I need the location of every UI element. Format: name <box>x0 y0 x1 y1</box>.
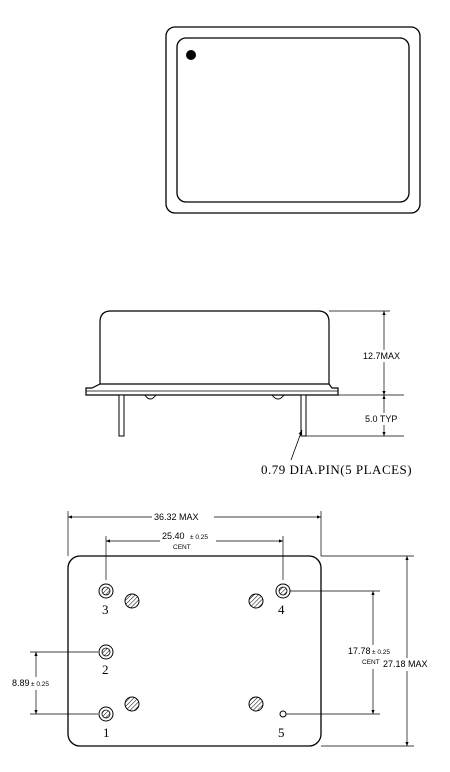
pitch-label-bg <box>10 677 66 690</box>
pin-length-label-bg <box>364 413 404 425</box>
pin-note-leader <box>290 429 303 461</box>
pin-span-label-bg <box>160 530 216 550</box>
standoff-pad-bottom-left <box>124 696 140 712</box>
pin-1 <box>98 706 114 722</box>
pin-2 <box>98 644 114 660</box>
side-view: 12.7MAX 5.0 TYP 0.79 DIA.PIN(5 PLACES) <box>85 310 412 477</box>
standoff-pad-bottom-right <box>248 696 264 712</box>
side-view-base-flange <box>85 383 339 396</box>
pin-label-1: 1 <box>103 725 110 740</box>
pin-span-tolerance: ± 0.25 <box>190 534 208 541</box>
overall-height-label: 27.18 MAX <box>383 659 428 669</box>
row-span-label: 17.78 <box>348 646 371 656</box>
pin1-indicator-dot <box>186 50 196 60</box>
pin-length-label: 5.0 TYP <box>365 414 397 424</box>
width-label-bg <box>152 511 214 523</box>
height-label: 12.7MAX <box>363 351 400 361</box>
pin-label-4: 4 <box>278 602 285 617</box>
pin-pitch-tolerance: ± 0.25 <box>31 681 49 688</box>
top-view-inner-outline <box>176 37 410 203</box>
pin-label-5: 5 <box>278 725 285 740</box>
width-label: 36.32 MAX <box>154 512 199 522</box>
standoff-pad-top-right <box>248 593 264 609</box>
overall-height-label-bg <box>382 658 434 671</box>
pin-4 <box>275 583 291 599</box>
standoff-pad-top-left <box>124 593 140 609</box>
pin-pitch-label: 8.89 <box>12 678 30 688</box>
pin-3 <box>98 583 114 599</box>
pin-span-cent-label: CENT <box>173 544 191 551</box>
pin-bead-right <box>271 394 285 400</box>
top-view <box>165 26 421 214</box>
row-span-cent-label: CENT <box>362 659 380 666</box>
pin-span-label: 25.40 <box>162 531 185 541</box>
side-view-pin-left <box>118 394 125 437</box>
top-view-outer-outline <box>165 26 421 214</box>
bottom-view-outline <box>67 555 322 747</box>
row-span-tolerance: ± 0.25 <box>372 649 390 656</box>
pin-label-3: 3 <box>102 602 109 617</box>
height-label-bg <box>362 350 404 362</box>
side-view-can <box>99 310 330 384</box>
pin-label-2: 2 <box>102 662 109 677</box>
pin-diameter-note: 0.79 DIA.PIN(5 PLACES) <box>261 462 412 477</box>
pin-5 <box>279 710 287 718</box>
side-view-pin-right <box>300 394 307 437</box>
row-span-label-bg <box>347 645 377 669</box>
pin-bead-left <box>144 394 157 400</box>
bottom-view: 36.32 MAX 25.40 ± 0.25 CENT <box>10 511 434 747</box>
